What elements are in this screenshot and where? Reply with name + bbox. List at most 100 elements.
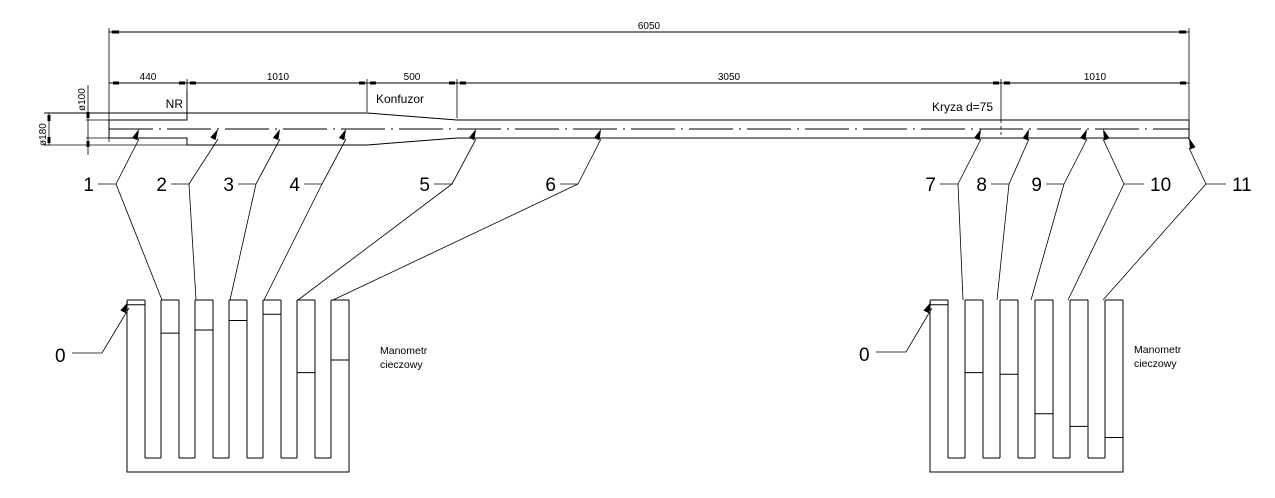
dim-arrow-icon [47,137,51,143]
tap-number-label: 4 [289,175,300,196]
tap-4: 4 [263,129,347,301]
leader-line [1063,138,1088,185]
dim-arrow-icon [179,81,185,85]
tap-8: 8 [976,129,1030,301]
leader-line [577,138,602,185]
leader-line [188,138,219,185]
tap-number-label: 11 [1232,175,1252,196]
dimension-total-label: 6050 [638,21,661,32]
leader-to-manometer [115,183,163,301]
leader-arrow-icon [468,129,476,141]
manometer-left [72,299,350,473]
konfuzor-label: Konfuzor [376,92,424,106]
dimension-segment-label: 440 [140,72,157,83]
leader-to-manometer [332,183,579,301]
zero-leader [876,307,933,353]
leader-line [255,138,281,185]
tap-6: 6 [332,129,602,301]
leader-line [1102,138,1125,185]
leader-arrow-icon [923,302,931,314]
dim-arrow-icon [993,81,999,85]
manometer-left-title-line2: cieczowy [380,359,423,371]
leader-to-manometer [957,183,964,301]
dim-arrow-icon [1004,81,1010,85]
leader-to-manometer [229,183,257,301]
manometer-right [876,299,1124,473]
dimension-segment-label: 3050 [718,72,741,83]
leader-to-manometer [1102,183,1207,301]
tap-11: 11 [1102,138,1252,301]
leader-line [321,138,347,185]
kryza-label: Kryza d=75 [932,100,993,114]
dim-arrow-icon [113,81,119,85]
leader-arrow-icon [1103,129,1110,141]
leader-to-manometer [1067,183,1125,301]
leader-to-manometer [1030,183,1065,301]
leader-line [957,138,982,185]
dim-arrow-icon [460,81,466,85]
dimension-segment-label: 500 [404,72,421,83]
outer-diameter-label: ø180 [38,123,49,146]
manometer-right-title-line1: Manometr [1134,344,1182,356]
tap-number-label: 3 [223,175,234,196]
zero-leader [72,307,130,354]
leader-line [451,138,477,185]
manometer-frame [929,300,1124,473]
tap-7: 7 [925,129,982,301]
tap-number-label: 2 [156,175,167,196]
dim-arrow-icon [190,81,196,85]
dim-arrow-icon [112,30,119,34]
manometer-right-title-line2: cieczowy [1134,358,1177,370]
tap-number-label: 8 [976,175,987,196]
dim-arrow-icon [86,112,90,118]
tap-number-label: 5 [419,175,430,196]
inner-diameter-label: ø100 [77,88,88,111]
leader-line [1008,138,1030,185]
leader-arrow-icon [338,129,346,141]
leader-arrow-icon [1189,138,1196,150]
leader-arrow-icon [272,129,280,141]
tap-2: 2 [156,129,219,301]
dim-arrow-icon [1179,30,1186,34]
tap-number-label: 10 [1150,175,1171,196]
dimension-segments: 440 1010 500 3050 1010 [109,72,1189,120]
dimension-segment-label: 1010 [267,72,290,83]
leader-arrow-icon [210,129,218,141]
tap-5: 5 [297,129,477,301]
tap-10: 10 [1067,129,1171,301]
leader-arrow-icon [131,129,139,141]
pipe-bottom-wall [187,137,1189,146]
leader-arrow-icon [593,129,601,141]
dim-arrow-icon [370,81,376,85]
leader-to-manometer [297,183,453,301]
dim-arrow-icon [449,81,455,85]
tap-1: 1 [83,129,163,301]
dim-arrow-icon [359,81,365,85]
tap-number-label: 9 [1031,175,1042,196]
dim-arrow-icon [1180,81,1186,85]
pipe: NR Konfuzor Kryza d=75 [45,91,1190,146]
tap-9: 9 [1030,129,1088,301]
inlet-nr-bottom [108,120,188,145]
manometer-left-zero-label: 0 [55,346,66,367]
manometer-frame [126,300,350,473]
leader-arrow-icon [1022,129,1029,141]
dimension-segment-label: 1010 [1084,72,1107,83]
leader-arrow-icon [973,129,981,141]
dim-arrow-icon [86,141,90,147]
tap-3: 3 [223,129,281,301]
leader-line [1188,147,1207,185]
manometer-left-title-line1: Manometr [380,345,428,357]
tap-number-label: 1 [83,175,94,196]
dim-arrow-icon [47,115,51,121]
inlet-nr-top [109,91,188,121]
nr-label: NR [166,97,184,111]
manometer-right-zero-label: 0 [859,345,870,366]
leader-line [115,138,140,185]
leader-to-manometer [188,183,197,301]
tap-number-label: 7 [925,175,936,196]
leader-arrow-icon [120,302,128,314]
leader-arrow-icon [1079,129,1087,141]
